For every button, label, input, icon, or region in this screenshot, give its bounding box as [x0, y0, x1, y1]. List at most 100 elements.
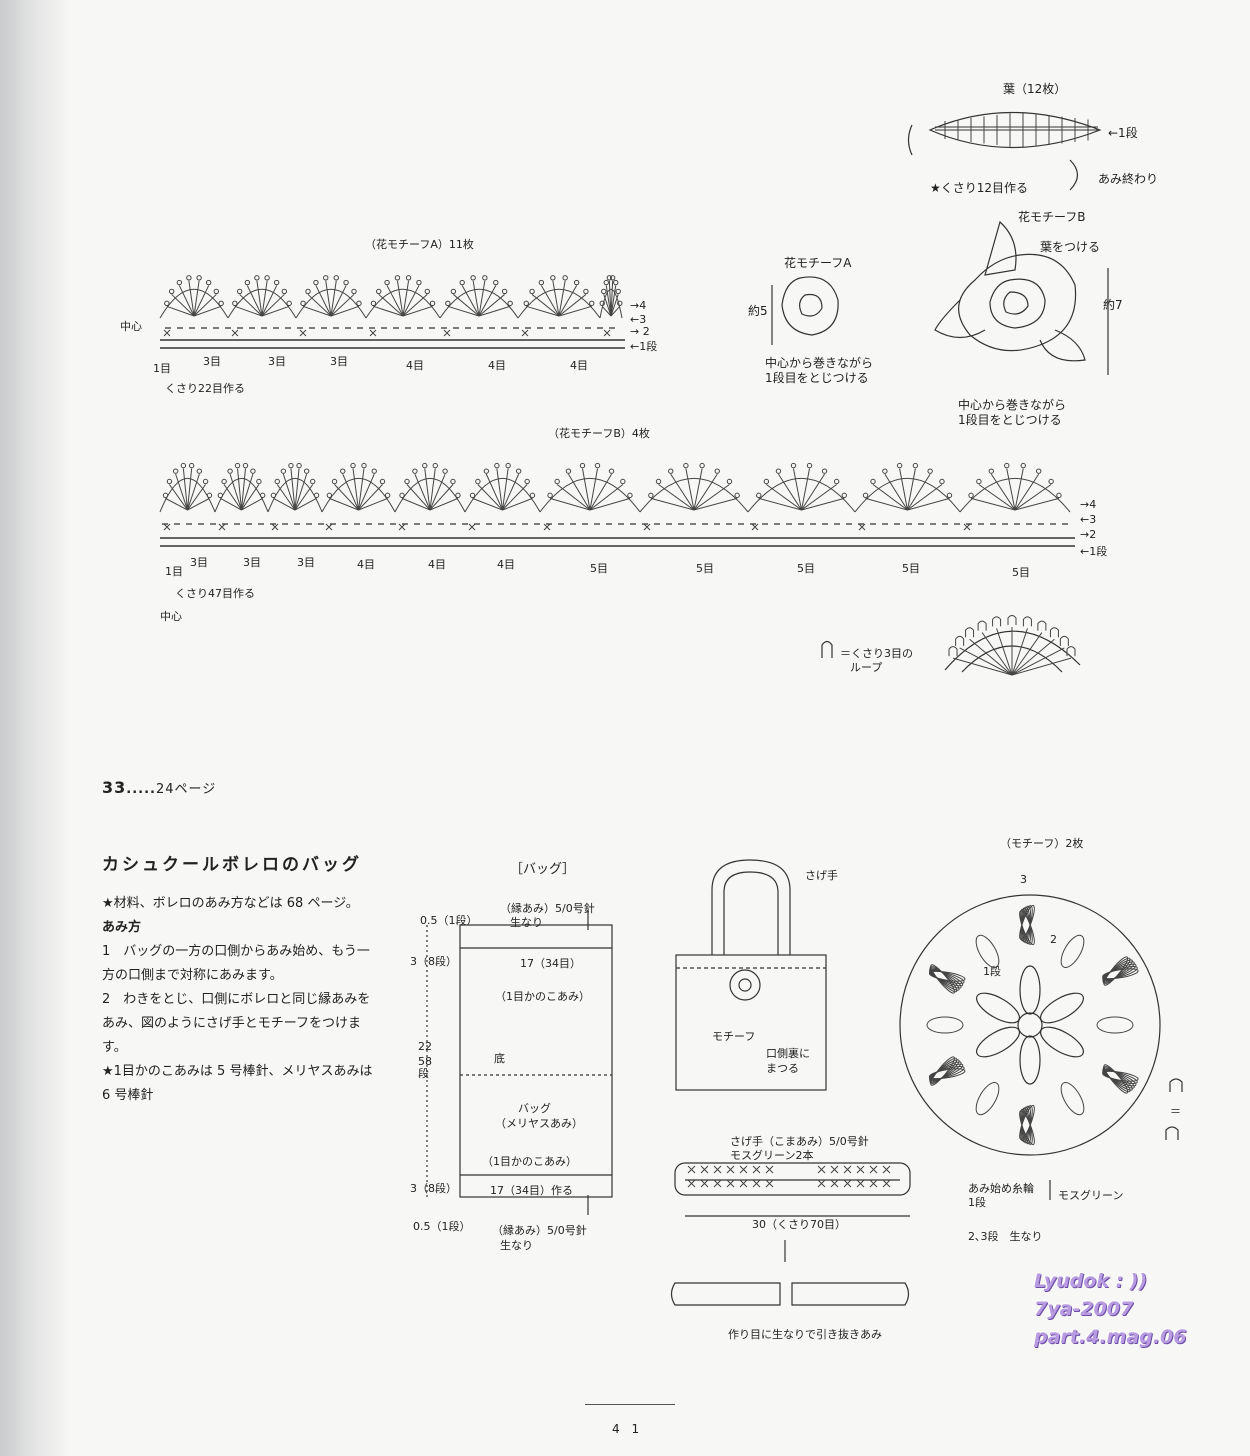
petal-stitch [926, 1016, 964, 1034]
picot-loop [562, 275, 568, 281]
strap-x [882, 1165, 891, 1174]
picot-loop [300, 300, 306, 307]
petal-stitch [929, 1059, 960, 1083]
stitch-stroke [478, 305, 511, 317]
picot-loop [422, 462, 428, 469]
chart-a-row-4: →4 [630, 299, 647, 312]
strap-x [882, 1179, 891, 1188]
stitch-stroke [650, 497, 695, 511]
chart-b-count: 3目 [297, 556, 315, 569]
picot-loop [256, 478, 262, 485]
stitch-stroke [329, 497, 359, 511]
picot-loop [331, 478, 338, 485]
stitch-stroke [526, 305, 560, 317]
picot-loop [1048, 478, 1054, 485]
sc-x [231, 329, 239, 337]
strap-title-2: モスグリーン2本 [730, 1149, 814, 1162]
page-number-rule [585, 1404, 675, 1405]
picot-loop [683, 462, 689, 469]
picot-loop [310, 478, 316, 485]
flower-b-drawing [934, 220, 1109, 375]
stitch-stroke [187, 497, 210, 511]
stitch-stroke [485, 473, 503, 511]
picot-loop [405, 275, 412, 281]
stitch-stroke [429, 484, 454, 511]
picot-loop [579, 462, 586, 469]
stitch-stroke [453, 294, 480, 317]
sc-x [963, 523, 971, 531]
picot-loop [583, 288, 589, 295]
strap-x [817, 1165, 826, 1174]
picot-loop [515, 468, 522, 474]
stitch-stroke [472, 280, 480, 317]
loop-stitch [1011, 632, 1043, 676]
tote-drawing [675, 859, 827, 1091]
petal-stitch [1019, 904, 1035, 940]
section-page-ref: 24ページ [155, 782, 217, 797]
bag-h-05-top: 0.5（1段） [420, 914, 478, 927]
stitch-stroke [358, 497, 388, 511]
picot-loop [470, 275, 476, 281]
strap-x [713, 1165, 722, 1174]
sc-x [398, 523, 406, 531]
scallop-arc [959, 478, 1071, 513]
stitch-stroke [502, 484, 528, 511]
motif-petals [926, 904, 1139, 1146]
sc-x [603, 329, 611, 337]
bag-h-58: 58段 [418, 1055, 432, 1080]
picot-loop [896, 462, 903, 469]
strap-x [869, 1179, 878, 1188]
strap-x [687, 1165, 696, 1174]
scallop-arc [639, 478, 749, 513]
picot-loop [655, 478, 662, 485]
picot-loop [882, 468, 888, 474]
motif-legend-eq: ＝ [1170, 1105, 1181, 1118]
picot-loop [326, 492, 333, 499]
stitch-stroke [589, 484, 624, 511]
picot-loop [841, 492, 847, 499]
stitch-stroke [402, 305, 433, 317]
bag-label: ［バッグ］ [510, 862, 576, 877]
petal-stitch [1103, 956, 1129, 986]
scallop-arc [599, 288, 623, 319]
sc-x [271, 523, 279, 531]
stitch-stroke [608, 280, 612, 317]
loop-mark [948, 646, 958, 657]
flower-b-leaf-label: 葉をつける [1040, 240, 1101, 254]
stitch-stroke [447, 305, 480, 317]
stitch-stroke [282, 473, 296, 511]
stitch-stroke [234, 305, 263, 317]
picot-loop [589, 300, 595, 307]
stitch-stroke [256, 280, 263, 317]
strap-x [713, 1179, 722, 1188]
picot-loop [166, 478, 173, 485]
flower-b-size: 約7 [1103, 298, 1123, 312]
stitch-stroke [165, 497, 188, 511]
picot-loop [968, 492, 974, 499]
picot-loop [236, 288, 243, 295]
picot-loop [523, 300, 529, 307]
chart-b-title: （花モチーフB）4枚 [548, 427, 650, 440]
picot-loop [429, 300, 436, 307]
picot-loop [432, 462, 438, 469]
bag-bottom-edge-1: （縁あみ）5/0号針 [492, 1224, 587, 1237]
strap-x-stitches [687, 1165, 891, 1188]
motif-key-color: モスグリーン [1058, 1189, 1124, 1202]
motif-row-3: 3 [1020, 873, 1027, 886]
picot-loop [833, 478, 840, 485]
picot-loop [384, 492, 391, 499]
strap-note: 作り目に生なりで引き抜きあみ [728, 1328, 882, 1341]
picot-loop [550, 275, 556, 281]
strap-title-1: さげ手（こまあみ）5/0号針 [730, 1135, 869, 1148]
chart-a-title: （花モチーフA）11枚 [365, 238, 474, 251]
chart-a-center: 中心 [120, 320, 142, 333]
sc-x [369, 329, 377, 337]
picot-loop [565, 468, 572, 474]
stitch-stroke [302, 305, 332, 317]
stitch-stroke [792, 468, 802, 511]
strap-x [765, 1165, 774, 1174]
picot-loop [221, 478, 227, 485]
stitch-stroke [330, 280, 337, 317]
picot-loop [412, 468, 418, 474]
picot-loop [250, 468, 256, 474]
